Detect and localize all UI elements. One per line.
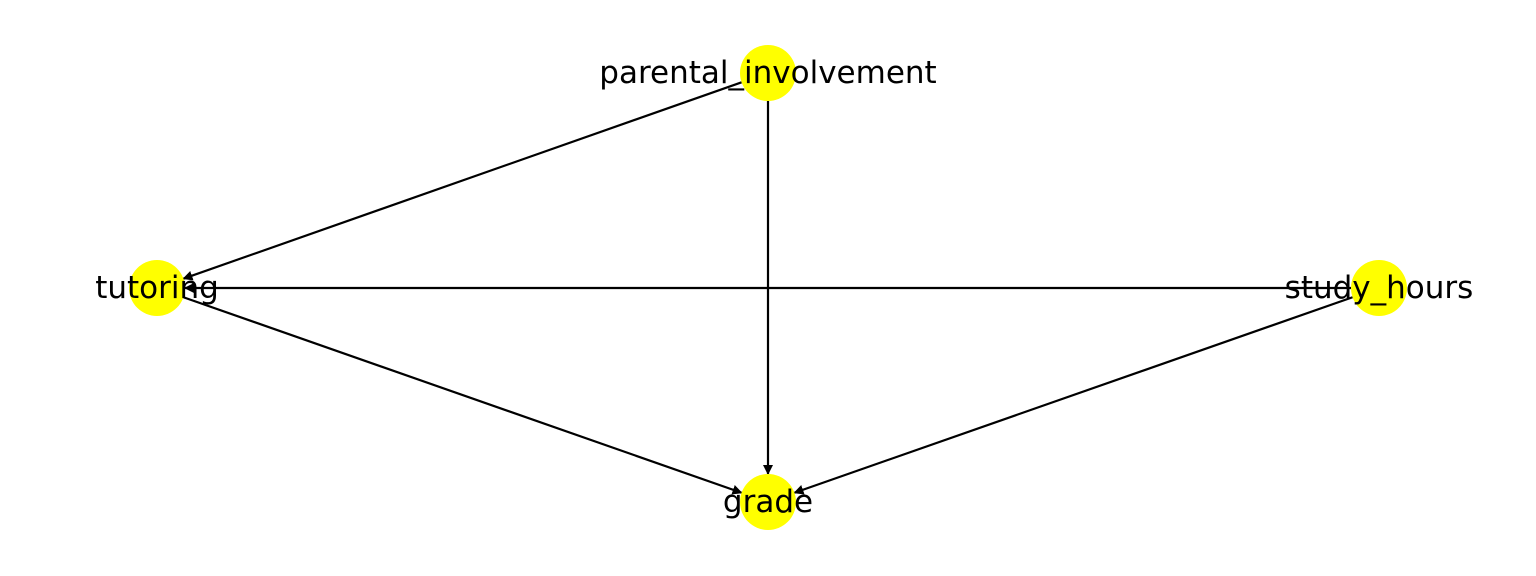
edge-tutoring-to-grade bbox=[183, 296, 743, 495]
node-label-grade: grade bbox=[723, 484, 813, 520]
node-label-study_hours: study_hours bbox=[1285, 270, 1474, 306]
nodes-layer bbox=[129, 45, 1407, 530]
edge-parental_involvement-to-tutoring bbox=[182, 81, 742, 281]
node-grade bbox=[740, 474, 796, 530]
labels-layer: parental_involvement tutoring study_hoursg… bbox=[95, 55, 1473, 520]
node-tutoring bbox=[129, 260, 185, 316]
node-label-parental_involvement: parental_involvement bbox=[599, 55, 936, 91]
edge-study_hours-to-grade bbox=[793, 296, 1353, 495]
node-parental_involvement bbox=[740, 45, 796, 101]
edges-layer bbox=[182, 81, 1353, 495]
node-study_hours bbox=[1351, 260, 1407, 316]
node-label-tutoring: tutoring bbox=[95, 270, 219, 306]
